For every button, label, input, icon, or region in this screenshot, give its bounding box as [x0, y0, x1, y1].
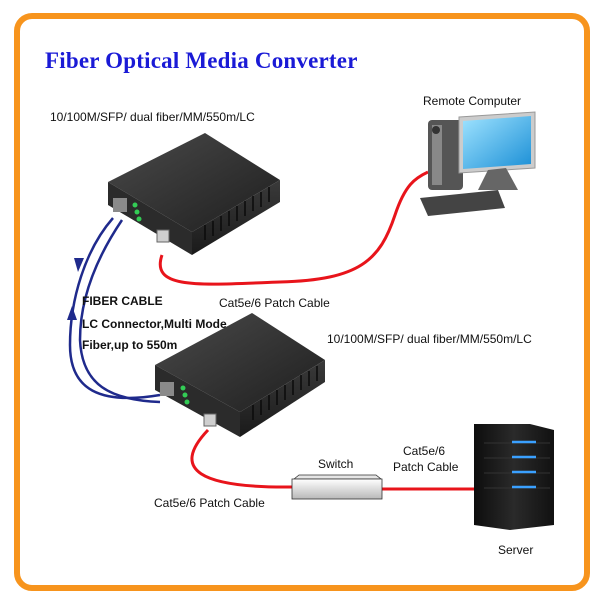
patch-cable-bottom [190, 428, 293, 489]
remote-computer-label: Remote Computer [423, 94, 522, 108]
server-label: Server [498, 543, 534, 557]
media-converter-bottom [155, 313, 325, 437]
fiber-arrow-up-icon [67, 306, 77, 320]
fiber-arrow-down-icon [74, 258, 84, 272]
patch-cable-bottom-label: Cat5e/6 Patch Cable [154, 496, 265, 510]
media-converter-top [108, 133, 280, 255]
fiber-cable-distance: Fiber,up to 550m [82, 338, 178, 352]
fiber-cable-title: FIBER CABLE [82, 294, 163, 308]
patch-cable-server-line2: Patch Cable [393, 460, 459, 474]
switch-label: Switch [318, 457, 354, 471]
patch-cable-top-label: Cat5e/6 Patch Cable [219, 296, 330, 310]
patch-cable-top [158, 170, 429, 286]
fiber-cable-connector: LC Connector,Multi Mode [82, 317, 227, 331]
server-icon [474, 424, 554, 530]
converter-top-spec: 10/100M/SFP/ dual fiber/MM/550m/LC [50, 110, 255, 124]
page-title: Fiber Optical Media Converter [45, 48, 358, 73]
patch-cable-server-line1: Cat5e/6 [403, 444, 446, 458]
fiber-cable [68, 217, 161, 404]
switch-icon [291, 474, 383, 500]
converter-bottom-spec: 10/100M/SFP/ dual fiber/MM/550m/LC [327, 332, 532, 346]
remote-computer-icon [420, 111, 536, 216]
